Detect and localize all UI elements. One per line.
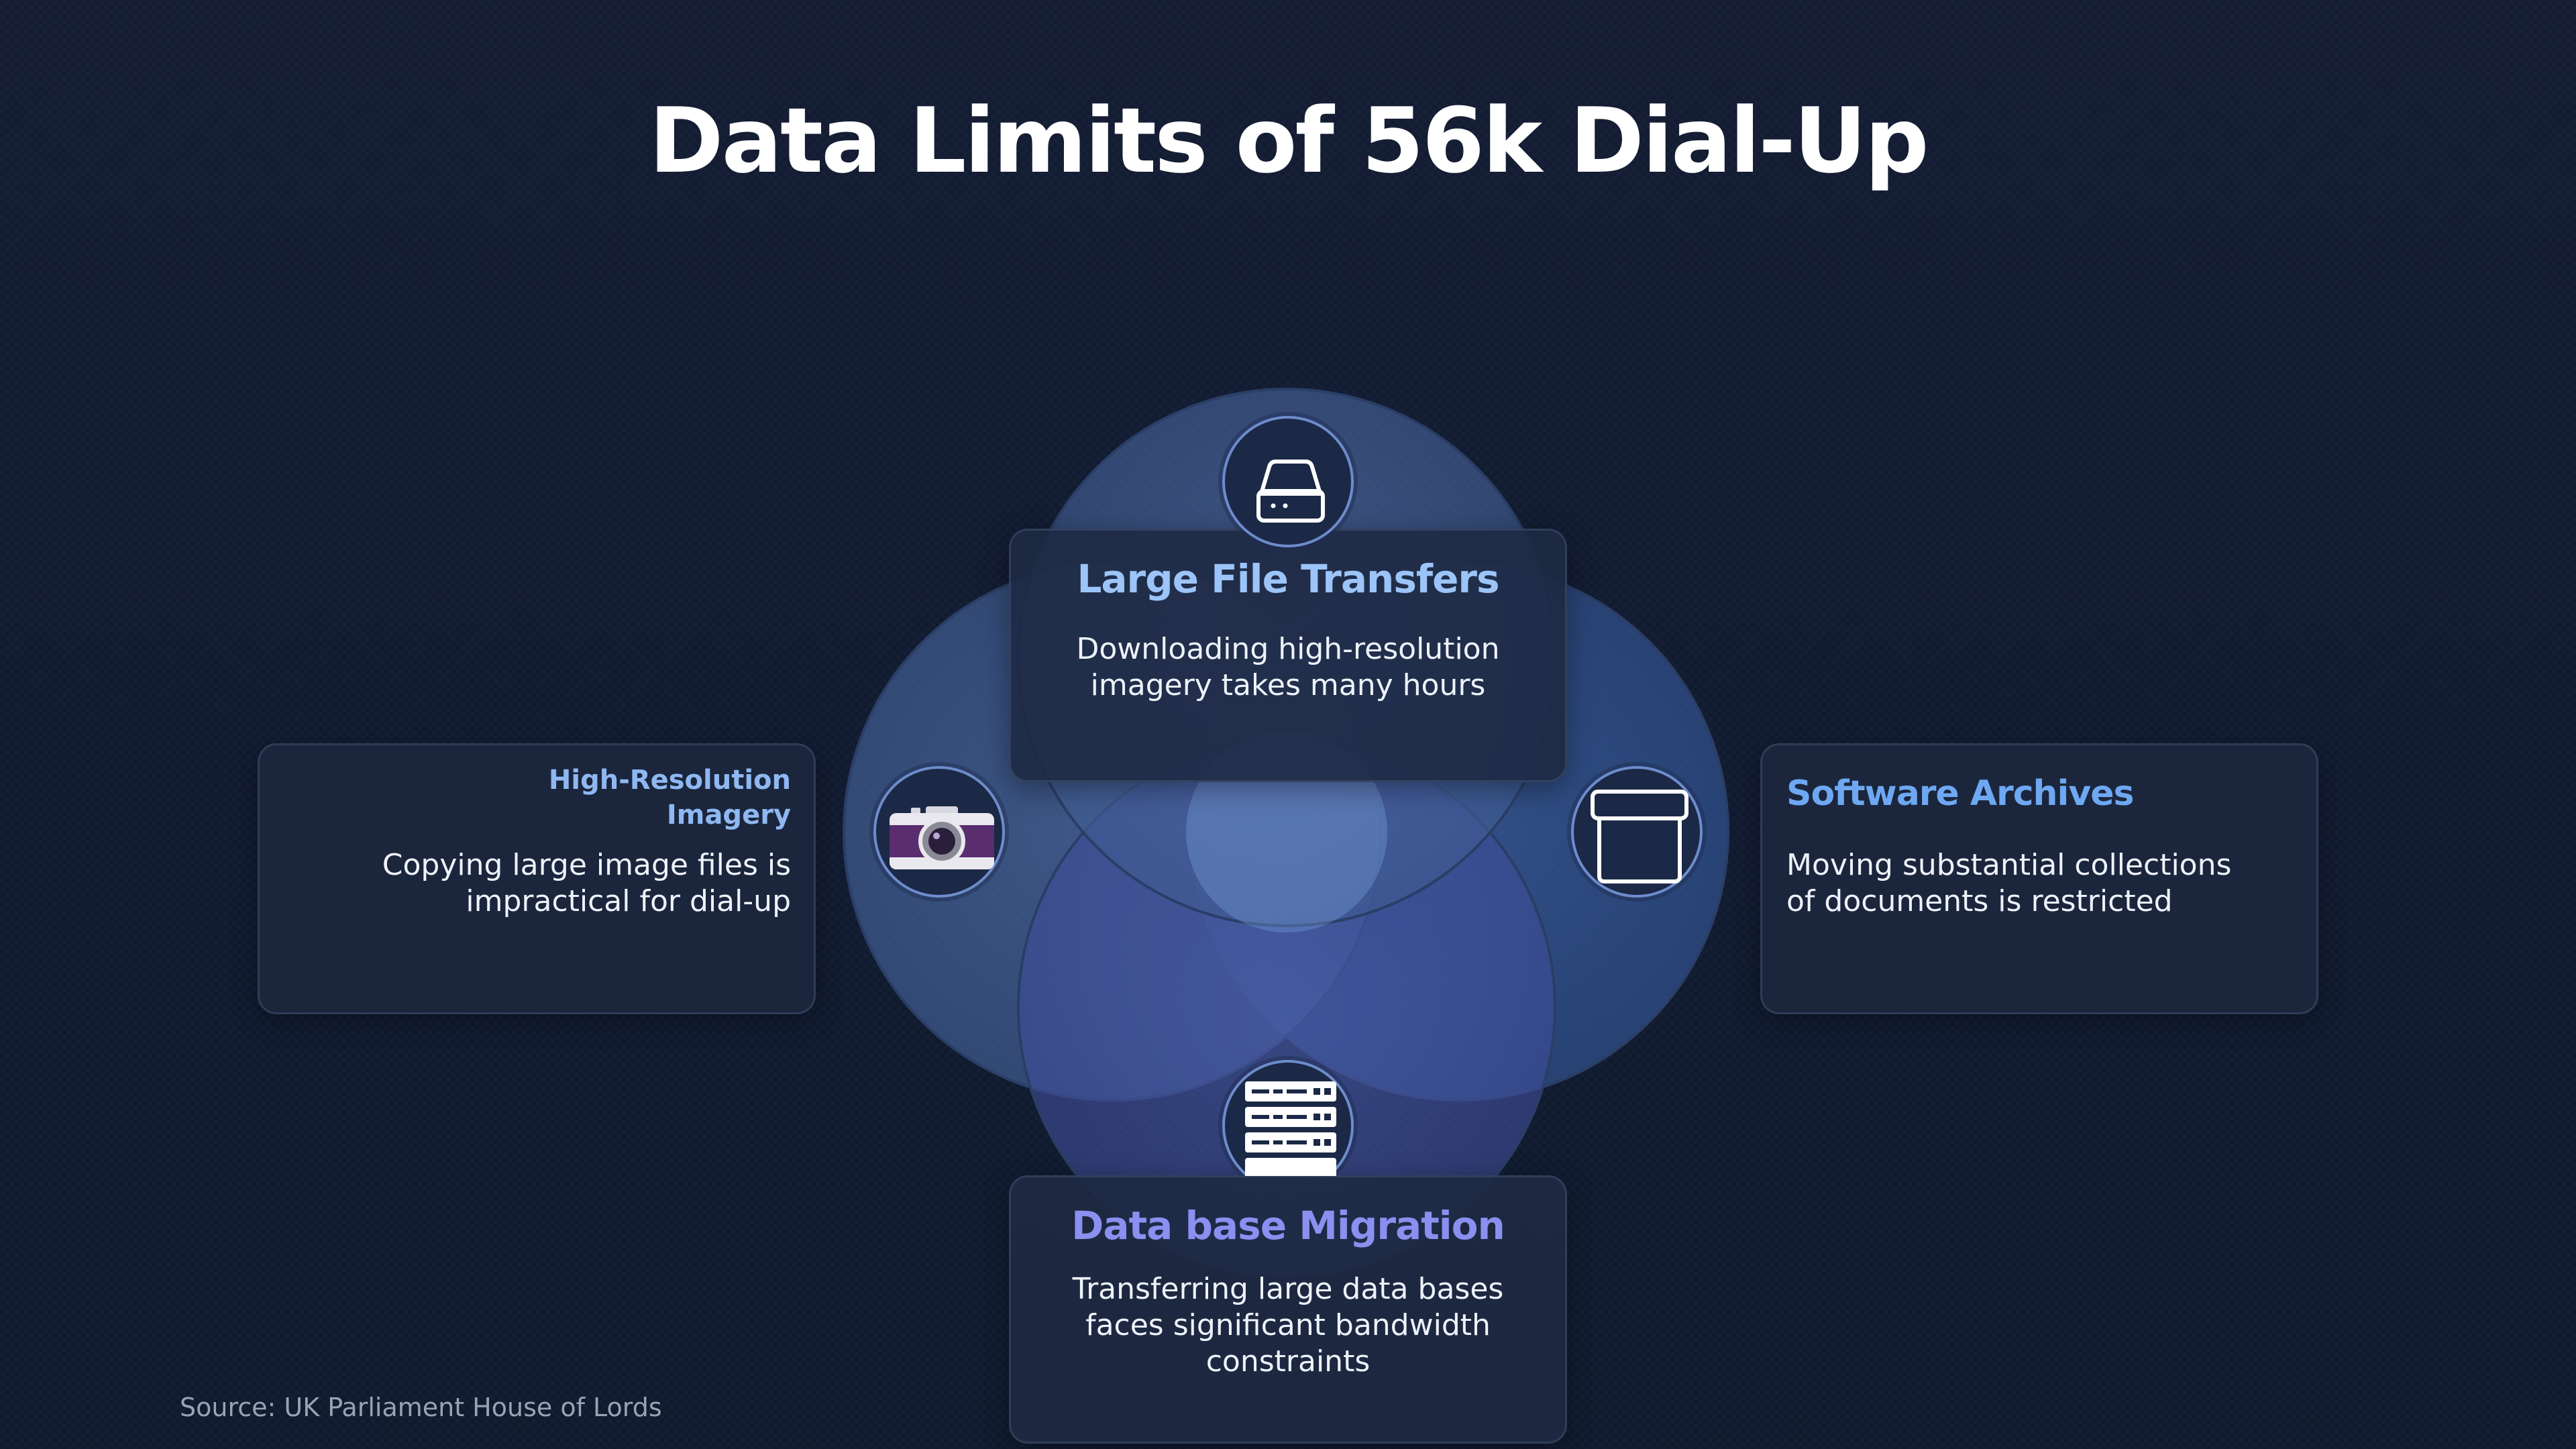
camera-icon (873, 766, 1005, 898)
card-description: Downloading high-resolution imagery take… (1076, 632, 1500, 702)
card-large-file-transfers: Large File Transfers Downloading high-re… (1009, 529, 1567, 782)
hard-drive-icon (1222, 416, 1354, 547)
card-description: Transferring large data bases faces sign… (1072, 1272, 1504, 1379)
card-title: Large File Transfers (1077, 556, 1499, 602)
card-software-archives: Software Archives Moving substantial col… (1760, 743, 2318, 1014)
card-title: Software Archives (1786, 773, 2134, 814)
page-title: Data Limits of 56k Dial-Up (649, 89, 1929, 193)
card-title: High-Resolution Imagery (548, 765, 791, 830)
archive-box-icon (1571, 766, 1703, 898)
card-description: Copying large image files is impractical… (382, 848, 791, 918)
server-rack-icon (1222, 1060, 1354, 1176)
card-database-migration: Data base Migration Transferring large d… (1009, 1175, 1567, 1444)
source-note: Source: UK Parliament House of Lords (180, 1393, 662, 1422)
card-high-resolution-imagery: High-Resolution Imagery Copying large im… (258, 743, 816, 1014)
server-rack-icon-wrap (1208, 1053, 1368, 1176)
card-title: Data base Migration (1071, 1203, 1505, 1248)
card-description: Moving substantial collections of docume… (1786, 848, 2232, 918)
